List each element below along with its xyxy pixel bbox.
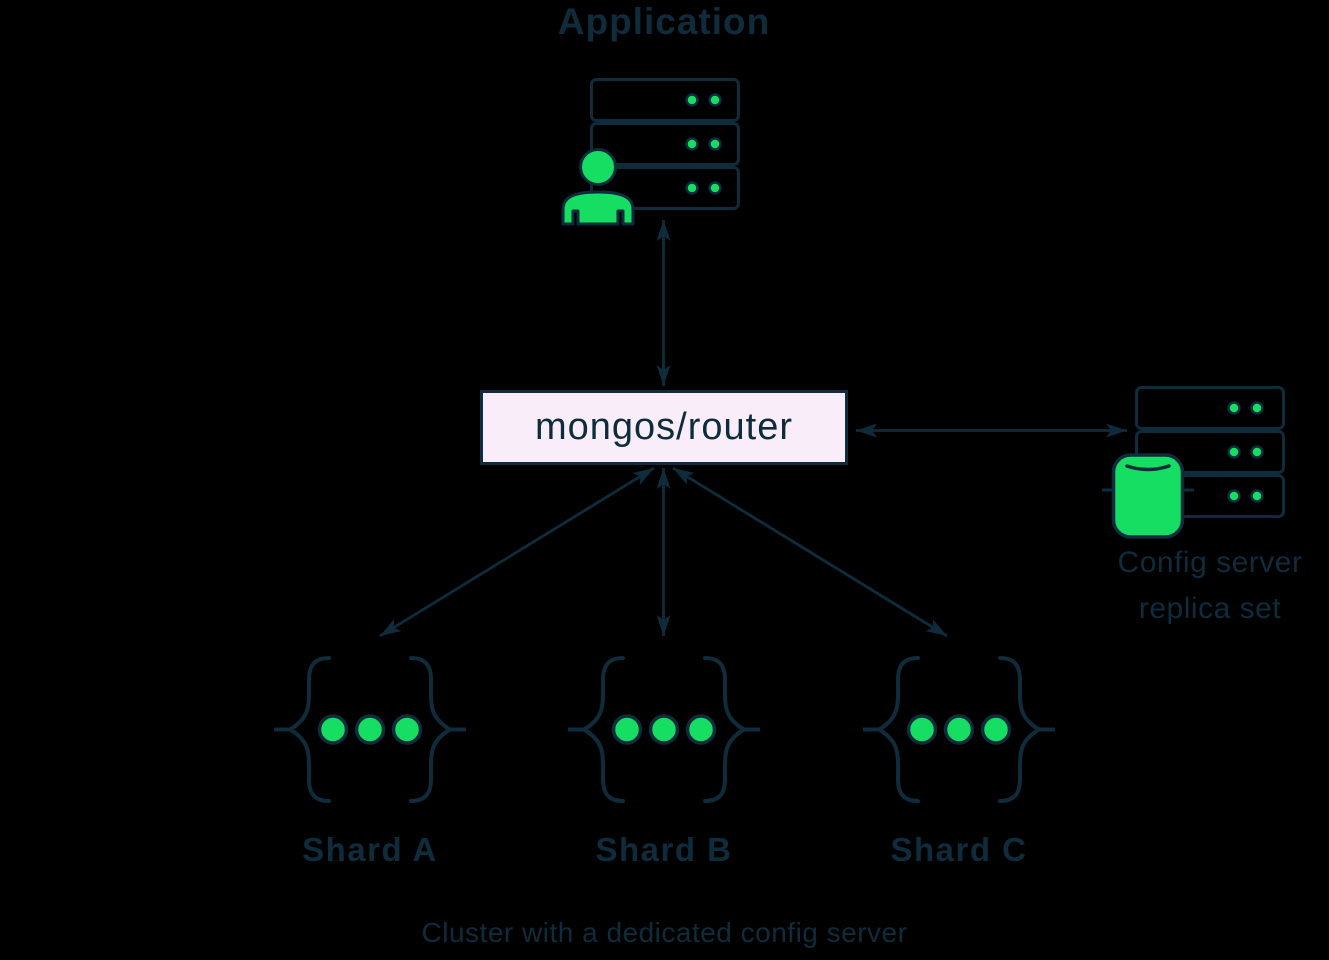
replica-set-icon [274, 656, 466, 803]
member-dot [980, 714, 1012, 745]
member-dot [685, 714, 717, 745]
server-row [1135, 430, 1285, 474]
server-row [590, 78, 740, 122]
member-dot [906, 714, 938, 745]
led-dot [685, 137, 699, 151]
shard-node-c: Shard C [863, 654, 1055, 869]
member-dot [611, 714, 643, 745]
brace-left-icon [877, 656, 920, 803]
member-dot [317, 714, 349, 745]
application-label: Application [557, 1, 771, 42]
led-dot [685, 181, 699, 195]
user-head [579, 148, 617, 186]
led-dot [708, 181, 722, 195]
led-dot [1227, 445, 1241, 459]
router-node: mongos/router [480, 390, 848, 465]
server-row [1135, 386, 1285, 430]
brace-right-icon [703, 656, 746, 803]
config-label-line2: replica set [1138, 592, 1282, 625]
arrow-router-shard-a [379, 466, 655, 638]
led-dot [708, 93, 722, 107]
database-icon [1102, 453, 1194, 539]
led-dot [708, 137, 722, 151]
config-server-stack-icon [1135, 386, 1285, 518]
led-dot [1250, 401, 1264, 415]
user-icon [561, 148, 635, 226]
shard-label: Shard A [302, 831, 438, 868]
member-dot [648, 714, 680, 745]
brace-left-icon [288, 656, 331, 803]
shard-node-b: Shard B [568, 654, 760, 869]
shard-label: Shard B [595, 831, 733, 868]
member-dot [354, 714, 386, 745]
config-server-label: Config server replica set [1090, 540, 1329, 632]
led-dot [1250, 489, 1264, 503]
member-dot [943, 714, 975, 745]
replica-set-icon [568, 656, 760, 803]
member-dot [391, 714, 423, 745]
brace-right-icon [409, 656, 452, 803]
arrow-router-shard-c [672, 466, 948, 638]
brace-right-icon [998, 656, 1041, 803]
database-body [1111, 453, 1185, 539]
app-server-stack-icon [590, 78, 740, 210]
led-dot [685, 93, 699, 107]
database-lid-line [1125, 464, 1171, 472]
led-dot [1227, 401, 1241, 415]
config-label-line1: Config server [1117, 546, 1303, 579]
server-row [590, 166, 740, 210]
replica-set-icon [863, 656, 1055, 803]
config-server-node: Config server replica set [1090, 383, 1329, 643]
led-dot [1227, 489, 1241, 503]
brace-left-icon [582, 656, 625, 803]
router-label: mongos/router [534, 406, 793, 448]
shard-label: Shard C [890, 831, 1028, 868]
server-row [590, 122, 740, 166]
user-body [561, 190, 635, 226]
led-dot [1250, 445, 1264, 459]
diagram-caption: Cluster with a dedicated config server [421, 917, 908, 948]
shard-node-a: Shard A [274, 654, 466, 869]
